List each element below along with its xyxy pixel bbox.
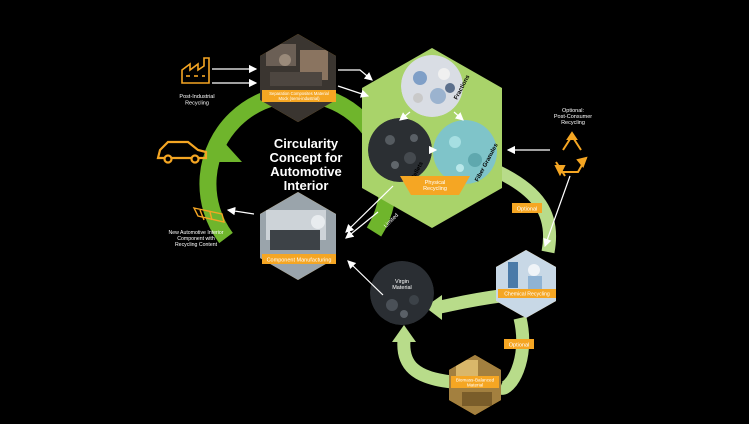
chem-to-bio-arrow xyxy=(497,316,530,395)
flow-arrows xyxy=(212,64,571,296)
chemical-banner xyxy=(498,289,556,298)
component-manufacturing-image xyxy=(260,192,336,280)
biomass-banner xyxy=(451,376,499,388)
component-banner xyxy=(262,254,336,264)
recycle-icon xyxy=(554,131,588,177)
fractions-to-pellets-arrow xyxy=(399,111,411,121)
factory-icon xyxy=(181,57,210,84)
car-icon xyxy=(156,140,208,164)
chemical-recycling-image xyxy=(496,250,556,318)
fiber-granules-image xyxy=(433,120,497,184)
bio-to-virgin-arrowhead xyxy=(392,325,416,342)
bio-to-virgin-arrow xyxy=(397,339,453,389)
optional-label-1: Optional xyxy=(517,207,538,213)
pellets-image xyxy=(368,118,432,182)
chemical-recycling-label: Chemical Recycling xyxy=(504,292,550,298)
main-cycle-arrowhead xyxy=(202,140,242,162)
component-manufacturing-label: Component Manufacturing xyxy=(267,258,332,264)
car-interior-icon xyxy=(192,207,225,223)
optional-tag-1 xyxy=(512,203,542,213)
chem-to-virgin-arrow xyxy=(438,289,501,314)
fractions-image xyxy=(401,55,463,117)
chem-to-virgin-arrowhead xyxy=(425,295,442,320)
physical-recycling-banner xyxy=(400,176,470,195)
virgin-material-image xyxy=(370,261,434,325)
separation-image xyxy=(260,34,336,122)
optional-label-2: Optional xyxy=(509,343,530,349)
optional-tag-2 xyxy=(504,339,534,349)
separation-banner xyxy=(262,90,336,102)
fractions-to-granules-arrow xyxy=(453,111,464,121)
